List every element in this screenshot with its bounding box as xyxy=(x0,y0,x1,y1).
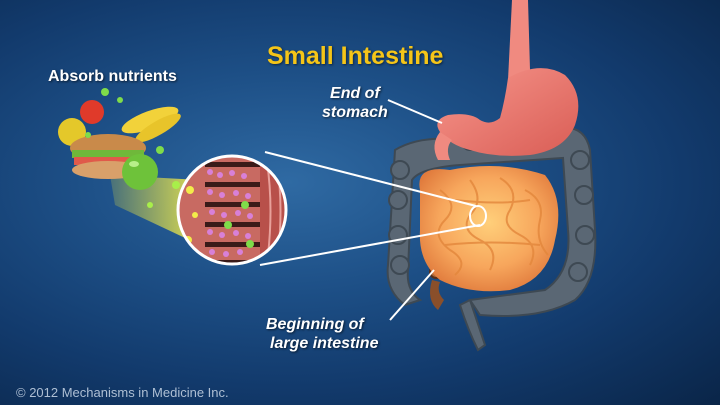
villi-circle-border xyxy=(176,154,288,266)
stomach xyxy=(437,68,579,156)
absorption-beam xyxy=(110,175,200,245)
villi-magnification xyxy=(178,156,286,264)
end-of-stomach-label: End of stomach xyxy=(322,84,388,122)
zoom-line-top xyxy=(264,151,477,207)
end-of-stomach-line1: End of xyxy=(330,85,380,102)
stomach-pointer-line xyxy=(387,99,443,124)
absorb-nutrients-label: Absorb nutrients xyxy=(48,68,177,85)
beginning-line2: large intestine xyxy=(270,335,379,352)
large-intestine-pointer-line xyxy=(389,269,435,321)
copyright-notice: © 2012 Mechanisms in Medicine Inc. xyxy=(16,385,229,400)
zoom-line-bottom xyxy=(259,224,481,266)
food-group xyxy=(58,88,198,218)
zoom-target xyxy=(469,205,487,227)
small-intestine xyxy=(419,166,559,292)
beginning-line1: Beginning of xyxy=(266,316,364,333)
appendix xyxy=(430,280,444,310)
diagram-title: Small Intestine xyxy=(267,42,444,70)
esophagus xyxy=(508,0,530,90)
beginning-of-large-intestine-label: Beginning of large intestine xyxy=(266,315,378,353)
end-of-stomach-line2: stomach xyxy=(322,104,388,121)
